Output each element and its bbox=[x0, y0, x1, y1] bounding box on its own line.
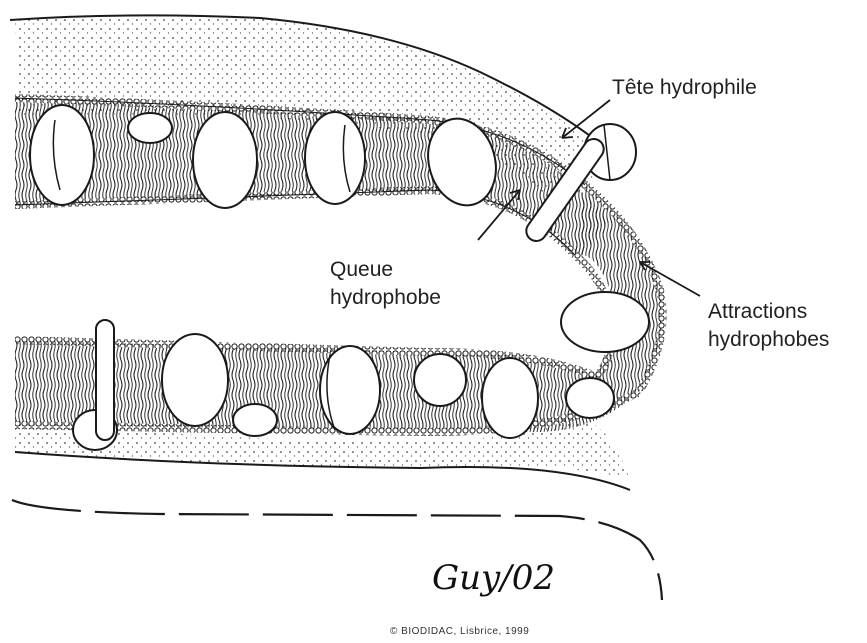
bottom-dashed-line bbox=[12, 500, 662, 600]
label-attraction-line2: hydrophobes bbox=[708, 326, 829, 354]
label-hydrophobic-tail: Queue hydrophobe bbox=[330, 256, 441, 312]
label-attraction-line1: Attractions bbox=[708, 298, 829, 326]
credit-line: © BIODIDAC, Lisbrice, 1999 bbox=[390, 626, 529, 638]
label-tail-line2: hydrophobe bbox=[330, 284, 441, 312]
curved-bilayer bbox=[575, 185, 663, 390]
label-hydrophobic-attractions: Attractions hydrophobes bbox=[708, 298, 829, 354]
label-tail-line1: Queue bbox=[330, 256, 441, 284]
label-hydrophilic-head: Tête hydrophile bbox=[612, 74, 757, 102]
artist-signature: Guy/02 bbox=[432, 558, 555, 598]
